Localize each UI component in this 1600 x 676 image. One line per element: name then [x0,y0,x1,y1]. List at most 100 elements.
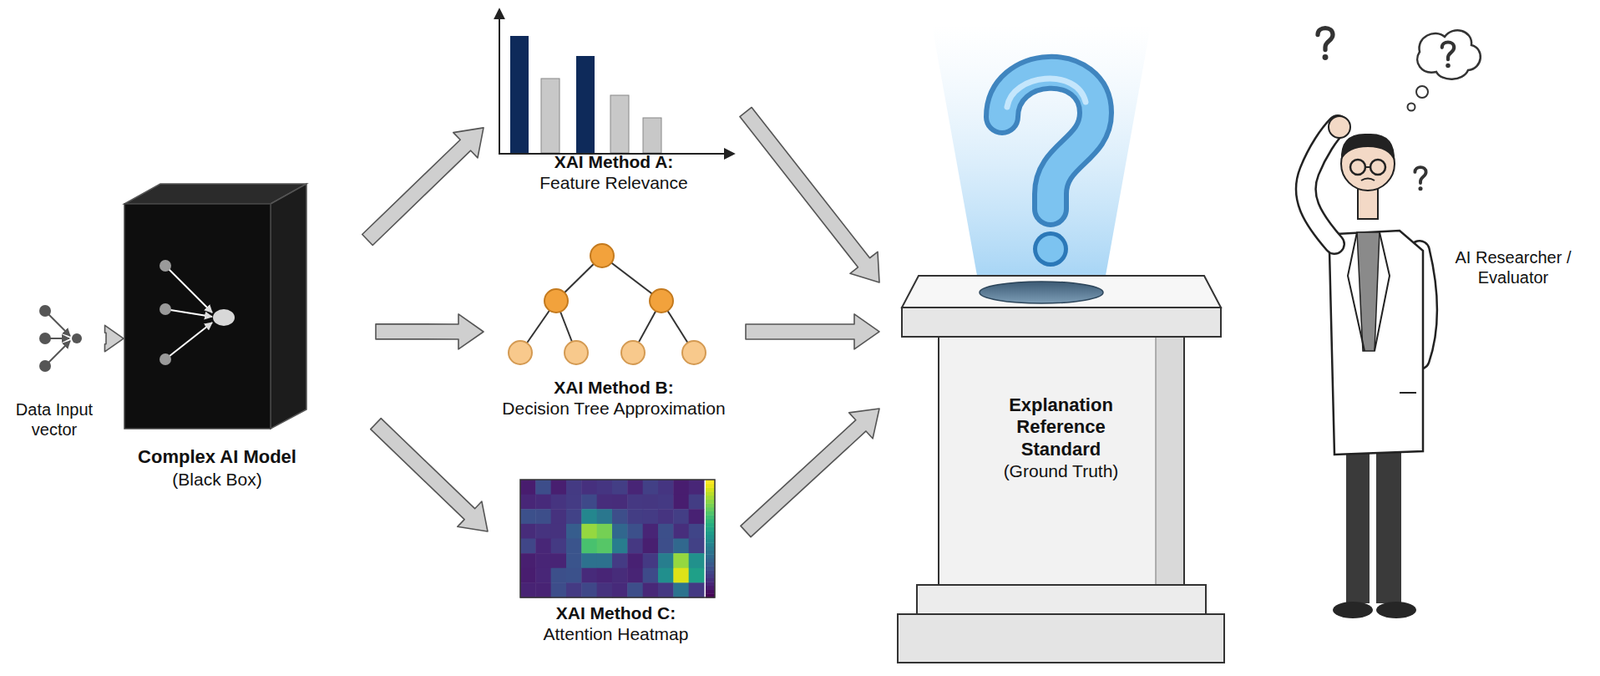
attention-heatmap [705,526,715,531]
pedestal [916,584,1206,614]
hologram [1032,231,1069,267]
attention-heatmap [705,546,715,551]
bar-chart [498,10,501,154]
attention-heatmap [627,508,644,524]
attention-heatmap [597,508,613,524]
attention-heatmap [566,538,583,554]
attention-heatmap [520,479,715,598]
reference-pedestal: Explanation Reference Standard(Ground Tr… [897,275,1225,664]
attention-heatmap [705,486,715,492]
attention-heatmap [535,508,552,524]
attention-heatmap [705,506,715,512]
block-arrow [362,127,484,246]
attention-heatmap [520,552,537,568]
black-box-cube [124,203,271,429]
attention-heatmap [627,479,644,495]
method-panel: XAI Method B:Decision Tree Approximation [488,237,740,422]
decision-tree [621,340,645,365]
researcher-figure [1329,230,1423,455]
researcher-figure [1442,42,1454,69]
attention-heatmap [705,530,715,535]
node-label: Feature Relevance [539,172,688,193]
attention-heatmap [551,479,568,495]
node-label: Attention Heatmap [543,622,689,644]
attention-heatmap [566,582,583,598]
pedestal [897,275,1225,663]
black-box-cube [165,308,213,317]
attention-heatmap [597,567,613,583]
attention-heatmap [658,508,674,524]
attention-heatmap [581,508,598,524]
black-box-cube [212,308,235,326]
pedestal [897,613,1225,663]
decision-tree [590,243,614,268]
attention-heatmap [705,550,715,555]
black-box-cube [159,259,172,272]
data-input-icon [71,333,82,344]
attention-heatmap [535,479,552,495]
pedestal [1154,337,1157,584]
researcher-figure [1399,391,1417,394]
block-arrow [739,106,880,282]
node-heading: XAI Method B: [553,376,674,398]
attention-heatmap [597,552,613,568]
attention-heatmap [612,538,628,554]
decision-tree [564,340,588,365]
attention-heatmap [520,582,537,598]
node-heading: Data Input vector [7,399,102,440]
attention-heatmap [612,494,628,510]
black-box-cube [165,322,213,360]
data-input-icon [39,304,51,317]
attention-heatmap [673,494,689,510]
bar-chart [541,78,560,153]
attention-heatmap [705,522,715,527]
input-icon: Data Input vector [4,296,105,443]
attention-heatmap [705,562,715,567]
attention-heatmap [658,494,674,510]
attention-heatmap [535,552,552,568]
attention-heatmap [581,552,598,568]
attention-heatmap [705,495,715,500]
hologram [1002,72,1096,209]
attention-heatmap [551,494,568,510]
attention-heatmap [551,538,568,554]
attention-heatmap [581,494,598,510]
researcher-figure [1374,232,1390,351]
block-arrow [745,313,880,350]
attention-heatmap [520,508,537,524]
attention-heatmap [581,567,598,583]
block-arrow [104,324,124,352]
attention-heatmap [705,483,715,488]
attention-heatmap [581,479,598,495]
attention-heatmap [688,582,705,598]
attention-heatmap [566,494,583,510]
attention-heatmap [688,508,705,524]
attention-heatmap [705,573,715,578]
attention-heatmap [643,567,659,583]
researcher-figure [1350,159,1366,175]
attention-heatmap [551,552,568,568]
attention-heatmap [705,479,715,484]
attention-heatmap [658,552,674,568]
researcher-figure [1370,159,1386,175]
attention-heatmap [627,582,644,598]
black-box-cube [165,265,213,313]
pedestal [901,275,1221,308]
node-heading: Explanation Reference Standard [982,394,1141,461]
pedestal [979,281,1104,304]
attention-heatmap [643,479,659,495]
researcher-figure [1376,601,1417,618]
attention-heatmap [627,538,644,554]
researcher-figure [1361,178,1375,182]
attention-heatmap [658,538,674,554]
model-box: Complex AI Model(Black Box) [125,179,309,493]
bar-chart [576,55,595,153]
attention-heatmap [627,567,644,583]
attention-heatmap [612,567,628,583]
data-input-icon [39,304,82,372]
attention-heatmap [551,508,568,524]
attention-heatmap [688,523,705,539]
decision-tree [508,243,706,365]
